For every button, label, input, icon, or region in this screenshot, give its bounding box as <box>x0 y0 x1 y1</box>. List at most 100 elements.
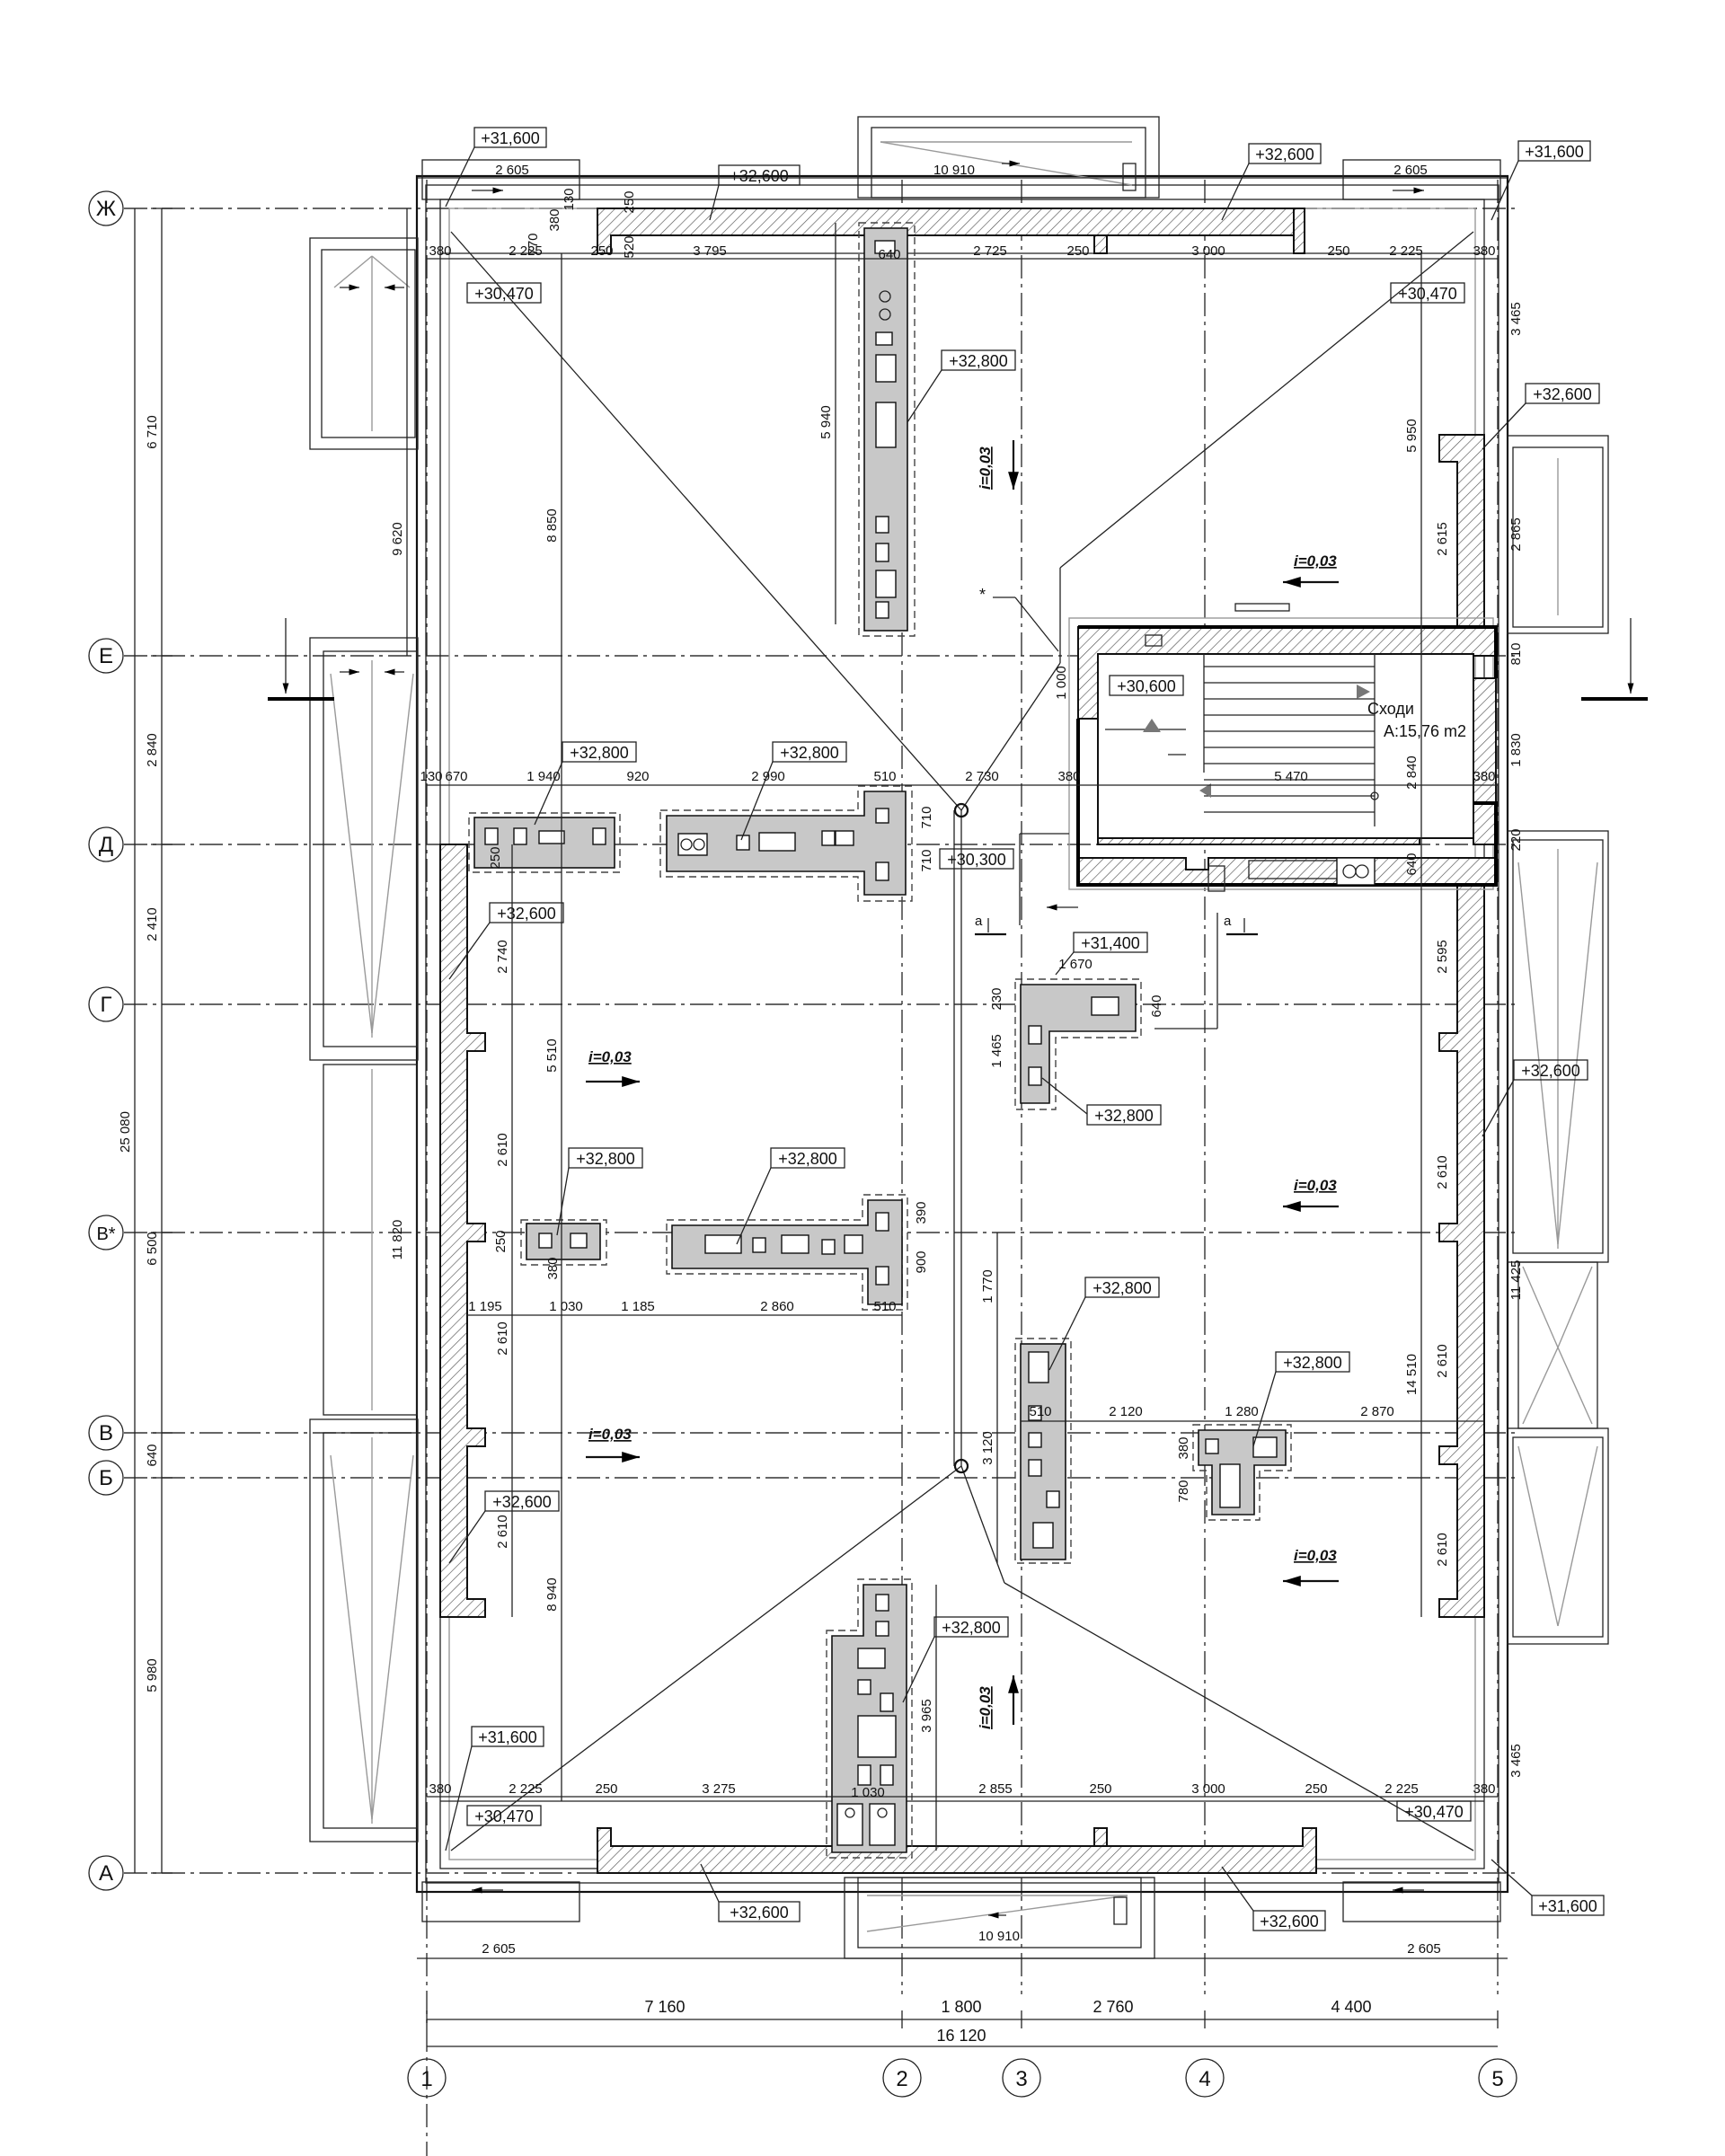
dim-value: 250 <box>1089 1781 1111 1797</box>
dim-value: 1 800 <box>941 1998 981 2016</box>
elevation-tag: +32,600 <box>1482 383 1600 450</box>
axis-label: Д <box>99 833 113 857</box>
elevation-tag: +31,600 <box>1491 140 1591 221</box>
elevation-value: +30,470 <box>474 285 534 303</box>
elevation-tag: +32,600 <box>700 1863 801 1922</box>
elevation-value: +32,800 <box>1094 1107 1154 1125</box>
elevation-tag: +32,600 <box>1482 1059 1588 1137</box>
dim-value: 2 870 <box>1360 1404 1394 1419</box>
elevation-tag: +31,400 <box>1055 932 1148 976</box>
dim-value: 2 605 <box>495 163 529 178</box>
right-side <box>1438 434 1609 1645</box>
dim-value: 2 860 <box>760 1299 794 1314</box>
dim-value: 510 <box>1029 1404 1051 1419</box>
dim-value: 380 <box>1473 243 1495 259</box>
dim-value: 2 865 <box>1508 517 1524 552</box>
dim-value: 520 <box>622 235 637 258</box>
dim-value: 900 <box>914 1250 929 1273</box>
dim-value: 250 <box>590 243 613 259</box>
note-marker: * <box>979 586 986 604</box>
stair-room-area: A:15,76 m2 <box>1384 722 1466 740</box>
dim-value: 130 <box>562 188 577 210</box>
dim-value: 10 910 <box>933 163 975 178</box>
dim-value: 1 195 <box>468 1299 502 1314</box>
slope-label: i=0,03 <box>1294 1547 1337 1564</box>
axis-label: Ж <box>96 197 116 221</box>
dim-value: 3 275 <box>702 1781 736 1797</box>
vent-stack-top <box>858 222 916 637</box>
lift-icon <box>1336 857 1376 886</box>
left-side <box>309 237 486 1842</box>
dim-value: 3 965 <box>919 1699 934 1733</box>
dim-value: 2 990 <box>751 769 785 784</box>
valley-line <box>450 231 962 811</box>
axis-label: 5 <box>1491 2067 1503 2091</box>
bottom-dimension-chain: 7 160 1 800 2 760 4 400 16 120 2 605 10 … <box>417 1929 1508 2047</box>
dim-value: 510 <box>873 769 896 784</box>
slope-arrow: i=0,03 <box>977 440 1019 490</box>
elevation-value: +30,600 <box>1117 677 1176 695</box>
elevation-tag: +32,800 <box>1048 1277 1160 1371</box>
elevation-tag: +32,800 <box>736 1147 845 1245</box>
dim-value: 14 510 <box>1404 1354 1420 1395</box>
dim-value: 3 465 <box>1508 1744 1524 1778</box>
dim-value: 640 <box>1149 994 1164 1017</box>
elevation-tag: +32,800 <box>902 1616 1009 1703</box>
elevation-tag: +31,600 <box>445 127 547 208</box>
dim-value: 380 <box>547 208 562 231</box>
elevation-value: +32,800 <box>1092 1279 1152 1297</box>
axis-label: Е <box>99 644 113 668</box>
elevation-value: +31,400 <box>1081 934 1140 952</box>
dim-value: 2 225 <box>509 243 543 259</box>
section-label: a <box>975 914 983 929</box>
dim-value: 130 <box>420 769 442 784</box>
elevation-value: +32,800 <box>570 744 629 762</box>
dim-value: 770 <box>526 233 541 255</box>
dim-value: 1 940 <box>526 769 561 784</box>
section-markers: a a * <box>268 586 1648 1029</box>
elevation-value: +32,600 <box>730 1904 789 1922</box>
axis-marker-3: 3 <box>1002 2058 1041 2098</box>
dim-value: 5 470 <box>1274 769 1308 784</box>
dim-value: 380 <box>1473 769 1495 784</box>
axis-label: 2 <box>896 2067 907 2091</box>
dim-value: 2 225 <box>1384 1781 1419 1797</box>
axis-label: 4 <box>1199 2067 1210 2091</box>
dim-value: 7 160 <box>644 1998 685 2016</box>
section-label: a <box>1224 914 1232 929</box>
slope-label: i=0,03 <box>1294 552 1337 570</box>
elevation-value: +30,300 <box>947 851 1006 869</box>
dim-value: 2 610 <box>495 1515 510 1549</box>
elevation-value: +32,800 <box>780 744 839 762</box>
elevation-tag: +32,600 <box>448 1490 560 1564</box>
dim-total: 16 120 <box>936 2027 986 2045</box>
axis-marker-2: 2 <box>882 2058 922 2098</box>
dim-value: 250 <box>622 190 637 213</box>
elevation-tag: +30,470 <box>466 1805 542 1826</box>
axis-label: Г <box>101 993 112 1017</box>
dim-value: 2 605 <box>482 1941 516 1957</box>
axis-marker-d: Д <box>88 826 124 862</box>
inner-dimensions: 5 940 8 850 5 510 8 940 2 740 2 610 2 61… <box>488 223 1484 1851</box>
dim-value: 6 710 <box>145 415 160 449</box>
slope-indicators: i=0,03 i=0,03 i=0,03 i=0,03 i=0,03 i=0,0… <box>586 440 1339 1729</box>
vent-stack-d-left <box>468 812 621 873</box>
vent-stack-v-center <box>1014 1338 1072 1564</box>
stair-steps <box>1105 654 1379 826</box>
dim-value: 1 185 <box>621 1299 655 1314</box>
elevation-tag: +30,470 <box>466 282 542 304</box>
dim-value: 510 <box>873 1299 896 1314</box>
dim-value: 230 <box>989 987 1004 1010</box>
elevation-tag: +32,800 <box>1041 1077 1162 1126</box>
dim-value: 9 620 <box>390 522 405 556</box>
dim-value: 2 120 <box>1109 1404 1143 1419</box>
elevation-tag: +32,600 <box>1221 1866 1326 1931</box>
dim-value: 380 <box>429 1781 451 1797</box>
elevation-tag: +32,800 <box>556 1147 643 1236</box>
dim-value: 2 605 <box>1407 1941 1441 1957</box>
slope-label: i=0,03 <box>588 1426 632 1443</box>
elevation-value: +32,600 <box>1260 1913 1319 1931</box>
dim-value: 2 760 <box>1092 1998 1133 2016</box>
slope-label: i=0,03 <box>977 446 994 490</box>
axis-marker-b: Б <box>88 1460 124 1496</box>
